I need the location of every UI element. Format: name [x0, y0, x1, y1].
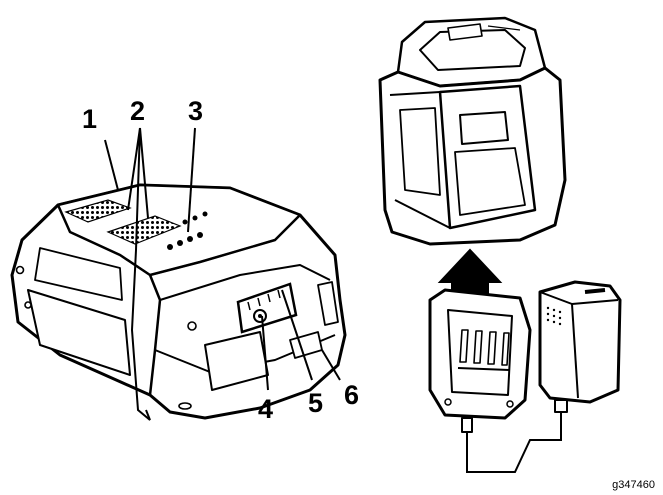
vent-grille-rear — [64, 199, 132, 223]
callout-6: 6 — [344, 380, 359, 410]
callout-3: 3 — [188, 96, 203, 126]
callout-2: 2 — [130, 96, 145, 126]
charger-cord — [466, 412, 562, 473]
charger-icon — [538, 280, 622, 413]
callout-5: 5 — [308, 388, 323, 418]
callout-4: 4 — [258, 394, 273, 424]
charger-cradle — [428, 288, 532, 433]
vent-grille-front — [106, 215, 182, 245]
battery-pack-left — [10, 183, 347, 420]
callout-1: 1 — [82, 104, 97, 134]
leader-lines — [104, 127, 341, 421]
battery-pack-upright — [378, 16, 567, 246]
figure-id: g347460 — [612, 479, 655, 491]
led-indicators — [167, 211, 208, 250]
charge-port-panel — [236, 282, 298, 334]
